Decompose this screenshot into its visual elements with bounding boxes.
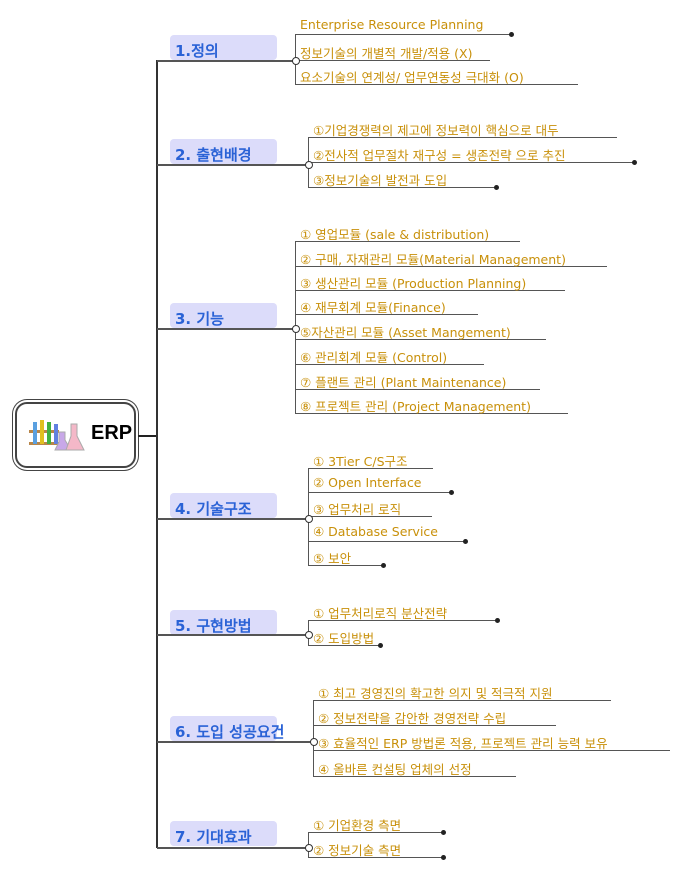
branch-node-icon[interactable] [305, 844, 313, 852]
item-underline [313, 725, 556, 726]
branch-item[interactable]: ②전사적 업무절차 재구성 = 생존전략 으로 추진 [313, 148, 566, 163]
branch-item[interactable]: ④ Database Service [313, 524, 438, 539]
topic-connector [157, 164, 308, 166]
branch-item[interactable]: ⑤ 보안 [313, 551, 352, 566]
collapse-dot-icon[interactable] [632, 160, 637, 165]
branch-item[interactable]: ④ 올바른 컨설팅 업체의 선정 [318, 762, 472, 777]
branch-item[interactable]: ③정보기술의 발전과 도입 [313, 173, 448, 188]
item-underline [308, 187, 496, 188]
topic-connector [157, 518, 308, 520]
collapse-dot-icon[interactable] [381, 563, 386, 568]
item-underline [295, 290, 565, 291]
item-underline [308, 832, 443, 833]
branch-node-icon[interactable] [305, 631, 313, 639]
item-underline [308, 492, 451, 493]
branch-item[interactable]: ① 최고 경영진의 확고한 의지 및 적극적 지원 [318, 686, 553, 701]
branch-item[interactable]: ① 기업환경 측면 [313, 818, 402, 833]
topic-6[interactable]: 6. 도입 성공요건 [170, 716, 284, 741]
collapse-dot-icon[interactable] [378, 643, 383, 648]
branch-node-icon[interactable] [292, 57, 300, 65]
collapse-dot-icon[interactable] [509, 32, 514, 37]
branch-item[interactable]: ⑧ 프로젝트 관리 (Project Management) [300, 399, 531, 414]
branch-item[interactable]: ①기업경쟁력의 제고에 정보력이 핵심으로 대두 [313, 123, 559, 138]
collapse-dot-icon[interactable] [449, 490, 454, 495]
branch-item[interactable]: ① 업무처리로직 분산전략 [313, 606, 448, 621]
topic-4[interactable]: 4. 기술구조 [170, 493, 277, 518]
item-underline [295, 60, 490, 61]
branch-node-icon[interactable] [292, 325, 300, 333]
item-underline [295, 241, 520, 242]
item-underline [308, 468, 433, 469]
branch-item[interactable]: ⑦ 플랜트 관리 (Plant Maintenance) [300, 375, 507, 390]
branch-item[interactable]: ② 정보기술 측면 [313, 843, 402, 858]
item-underline [308, 620, 497, 621]
item-underline [295, 389, 540, 390]
collapse-dot-icon[interactable] [441, 830, 446, 835]
topic-connector [157, 60, 295, 62]
branch-item[interactable]: ① 3Tier C/S구조 [313, 454, 408, 469]
topic-1[interactable]: 1.정의 [170, 35, 277, 60]
branch-item[interactable]: ② Open Interface [313, 475, 422, 490]
branch-item[interactable]: ② 정보전략을 감안한 경영전략 수립 [318, 711, 507, 726]
item-underline [308, 857, 443, 858]
topic-connector [157, 847, 308, 849]
lab-flask-icon [29, 420, 85, 451]
collapse-dot-icon[interactable] [494, 185, 499, 190]
topic-connector [157, 328, 295, 330]
branch-item[interactable]: ⑤자산관리 모듈 (Asset Mangement) [300, 325, 511, 340]
item-underline [295, 84, 578, 85]
topic-2[interactable]: 2. 출현배경 [170, 139, 277, 164]
item-underline [308, 565, 383, 566]
item-underline [295, 413, 568, 414]
root-node-erp[interactable]: ERP [15, 402, 136, 468]
collapse-dot-icon[interactable] [441, 855, 446, 860]
branch-item[interactable]: Enterprise Resource Planning [300, 17, 484, 32]
item-underline [295, 364, 484, 365]
item-underline [295, 314, 478, 315]
item-underline [295, 339, 546, 340]
collapse-dot-icon[interactable] [495, 618, 500, 623]
item-underline [295, 34, 511, 35]
branch-node-icon[interactable] [310, 738, 318, 746]
branch-item[interactable]: ③ 효율적인 ERP 방법론 적용, 프로젝트 관리 능력 보유 [318, 736, 608, 751]
branch-node-icon[interactable] [305, 515, 313, 523]
item-underline [313, 776, 516, 777]
branch-item[interactable]: ④ 재무회계 모듈(Finance) [300, 300, 446, 315]
branch-item[interactable]: 요소기술의 연계성/ 업무연동성 극대화 (O) [300, 70, 524, 85]
topic-5[interactable]: 5. 구현방법 [170, 610, 277, 635]
topic-7[interactable]: 7. 기대효과 [170, 821, 277, 846]
branch-item[interactable]: ③ 업무처리 로직 [313, 502, 402, 517]
branch-item[interactable]: ② 구매, 자재관리 모듈(Material Management) [300, 252, 566, 267]
item-underline [295, 266, 607, 267]
branch-item[interactable]: 정보기술의 개별적 개발/적용 (X) [300, 46, 473, 61]
branch-item[interactable]: ③ 생산관리 모듈 (Production Planning) [300, 276, 527, 291]
item-underline [313, 700, 611, 701]
item-underline [308, 541, 465, 542]
topic-connector [157, 634, 308, 636]
root-connector [138, 435, 157, 437]
branch-item[interactable]: ② 도입방법 [313, 631, 375, 646]
item-underline [308, 645, 380, 646]
collapse-dot-icon[interactable] [463, 539, 468, 544]
item-underline [313, 750, 670, 751]
topic-3[interactable]: 3. 기능 [170, 303, 277, 328]
branch-item[interactable]: ① 영업모듈 (sale & distribution) [300, 227, 490, 242]
topic-connector [157, 741, 313, 743]
item-underline [308, 516, 432, 517]
trunk-line [156, 60, 158, 848]
branch-node-icon[interactable] [305, 161, 313, 169]
root-title: ERP [91, 422, 133, 444]
branch-item[interactable]: ⑥ 관리회계 모듈 (Control) [300, 350, 448, 365]
item-underline [308, 162, 634, 163]
item-underline [308, 137, 617, 138]
